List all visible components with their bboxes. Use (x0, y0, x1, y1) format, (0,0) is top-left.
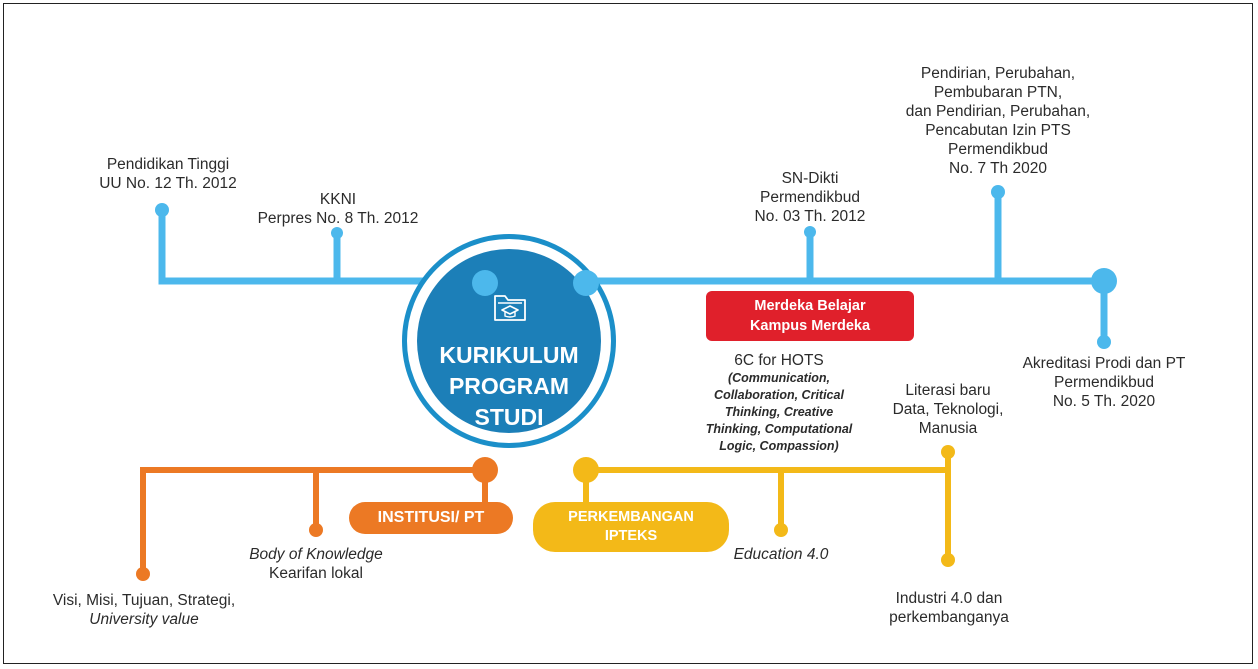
label-akreditasi-line: No. 5 Th. 2020 (1052, 393, 1156, 410)
label-visi-line: University value (89, 611, 199, 628)
label-bok-line: Body of Knowledge (249, 546, 383, 563)
blue-dot-kkni (331, 227, 343, 239)
orange-main-line (140, 467, 488, 577)
diagram-frame (3, 3, 1253, 664)
label-literasi-line: Literasi baru (905, 382, 991, 399)
circle-node-orange (472, 457, 498, 483)
label-sndikti-line: SN-Dikti (781, 170, 839, 187)
label-ptn-line: dan Pendirian, Perubahan, (905, 103, 1091, 120)
label-industri-line: Industri 4.0 dan (895, 590, 1003, 607)
label-bok-line: Kearifan lokal (269, 565, 363, 582)
label-kkni-line: KKNI (319, 191, 357, 208)
label-hots-line: (Communication, (727, 371, 831, 385)
badge-merdeka-line: Merdeka Belajar (754, 298, 866, 314)
label-visi-misi: Visi, Misi, Tujuan, Strategi, University… (26, 591, 262, 629)
label-body-of-knowledge: Body of Knowledge Kearifan lokal (226, 545, 406, 583)
yellow-dot-industri (941, 553, 955, 567)
badge-ipteks: PERKEMBANGAN IPTEKS (533, 502, 729, 552)
blue-dot-sndikti (804, 226, 816, 238)
label-literasi-line: Manusia (918, 420, 978, 437)
label-ptn-line: Pembubaran PTN, (933, 84, 1063, 101)
label-akreditasi-line: Permendikbud (1054, 374, 1154, 391)
label-visi-line: Visi, Misi, Tujuan, Strategi, (52, 592, 236, 609)
blue-dot-uu (155, 203, 169, 217)
circle-node-yellow (573, 457, 599, 483)
label-literasi: Literasi baru Data, Teknologi, Manusia (868, 381, 1028, 438)
yellow-dot-education (774, 523, 788, 537)
label-industri: Industri 4.0 dan perkembanganya (866, 589, 1032, 627)
label-hots-line: Logic, Compassion) (719, 439, 839, 453)
yellow-dot-literasi (941, 445, 955, 459)
label-sndikti-line: No. 03 Th. 2012 (754, 208, 866, 225)
label-ptn-line: Pencabutan Izin PTS (925, 122, 1071, 139)
label-industri-line: perkembanganya (889, 609, 1009, 626)
label-uu-line: Pendidikan Tinggi (106, 156, 230, 173)
badge-merdeka-belajar: Merdeka Belajar Kampus Merdeka (706, 291, 914, 341)
blue-dot-end (1091, 268, 1117, 294)
badge-institusi: INSTITUSI/ PT (349, 502, 513, 534)
blue-dot-akreditasi (1097, 335, 1111, 349)
label-hots-title: 6C for HOTS (734, 352, 824, 369)
label-literasi-line: Data, Teknologi, (892, 401, 1004, 418)
blue-main-line (158, 206, 1108, 285)
orange-dot-visi (136, 567, 150, 581)
label-uu: Pendidikan Tinggi UU No. 12 Th. 2012 (78, 155, 258, 193)
label-ptn-line: Permendikbud (948, 141, 1048, 158)
label-akreditasi: Akreditasi Prodi dan PT Permendikbud No.… (1012, 354, 1196, 411)
label-sndikti: SN-Dikti Permendikbud No. 03 Th. 2012 (725, 169, 895, 226)
label-uu-line: UU No. 12 Th. 2012 (99, 175, 237, 192)
label-education: Education 4.0 (733, 546, 829, 563)
center-circle (417, 249, 601, 433)
circle-node-blue-right (573, 270, 599, 296)
label-hots: 6C for HOTS (Communication, Collaboratio… (684, 351, 874, 455)
label-kkni-line: Perpres No. 8 Th. 2012 (257, 210, 419, 227)
orange-dot-bok (309, 523, 323, 537)
label-kkni: KKNI Perpres No. 8 Th. 2012 (238, 190, 438, 228)
center-title-line: KURIKULUM (439, 342, 579, 368)
center-title-line: PROGRAM (448, 373, 570, 399)
label-ptn-line: No. 7 Th 2020 (949, 160, 1047, 177)
circle-node-blue-left (472, 270, 498, 296)
label-ptn-line: Pendirian, Perubahan, (920, 65, 1076, 82)
label-hots-line: Thinking, Computational (705, 422, 853, 436)
badge-ipteks-line: PERKEMBANGAN (568, 509, 694, 525)
label-hots-line: Thinking, Creative (724, 405, 834, 419)
label-sndikti-line: Permendikbud (760, 189, 860, 206)
badge-ipteks-line: IPTEKS (604, 528, 658, 544)
blue-dot-ptn (991, 185, 1005, 199)
label-hots-line: Collaboration, Critical (714, 388, 844, 402)
center-title-line: STUDI (474, 404, 544, 430)
badge-merdeka-line: Kampus Merdeka (749, 318, 871, 334)
label-akreditasi-line: Akreditasi Prodi dan PT (1022, 355, 1186, 372)
label-ptn-pts: Pendirian, Perubahan, Pembubaran PTN, da… (880, 64, 1116, 178)
center-title: KURIKULUM PROGRAM STUDI (417, 340, 601, 433)
folder-graduation-icon (494, 295, 526, 321)
